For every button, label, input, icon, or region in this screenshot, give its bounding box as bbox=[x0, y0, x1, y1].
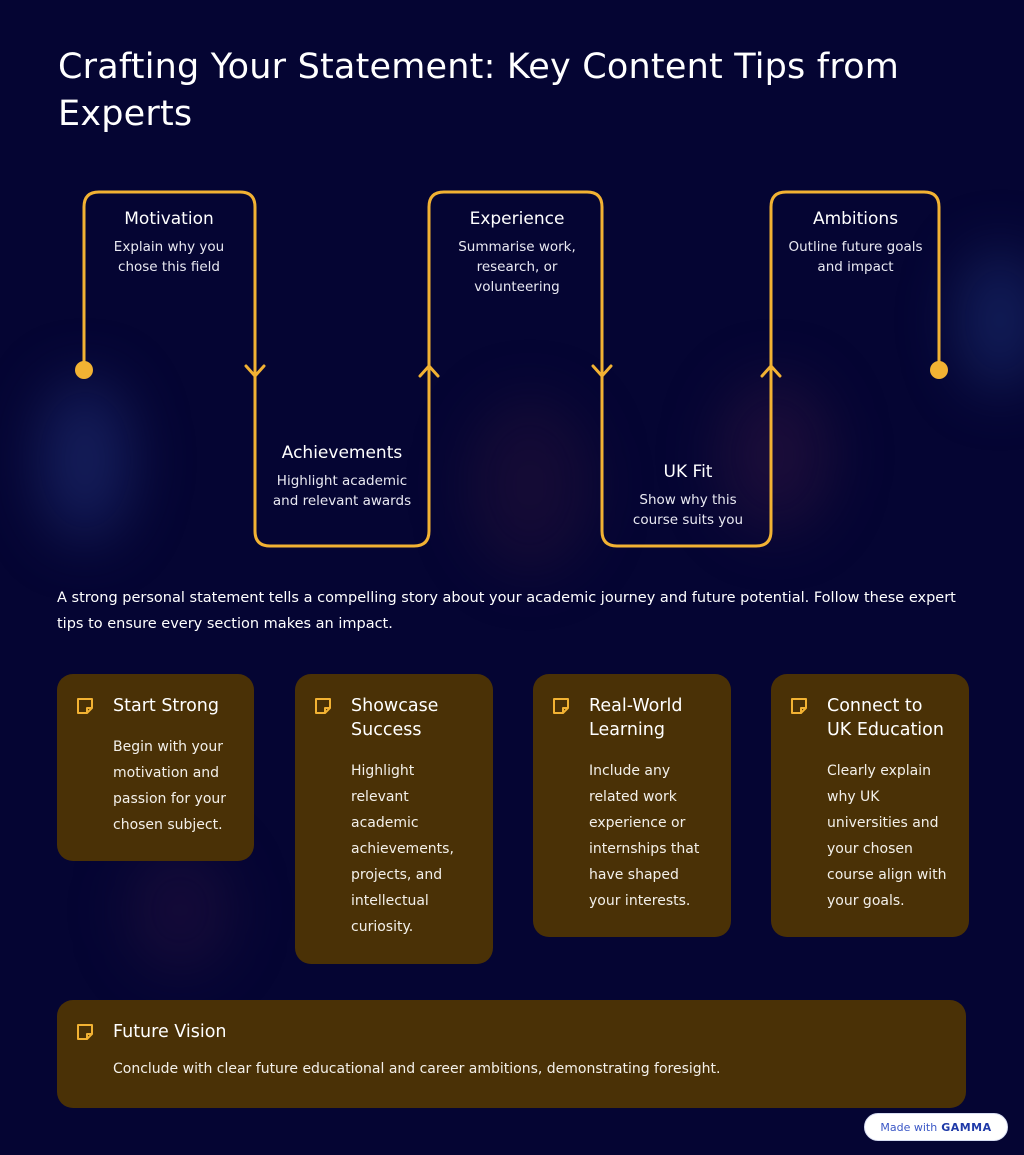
tip-card-start-strong: Start Strong Begin with your motivation … bbox=[57, 674, 254, 861]
step-description: Outline future goals and impact bbox=[788, 239, 923, 275]
process-flow-diagram bbox=[75, 190, 948, 548]
arrow-down-icon bbox=[244, 364, 266, 378]
step-experience: Experience Summarise work, research, or … bbox=[446, 208, 588, 297]
intro-paragraph: A strong personal statement tells a comp… bbox=[57, 590, 956, 632]
tip-card-future-vision: Future Vision Conclude with clear future… bbox=[57, 1000, 966, 1108]
card-description: Include any related work experience or i… bbox=[589, 763, 700, 909]
note-icon bbox=[77, 698, 93, 714]
step-title: Experience bbox=[469, 209, 565, 229]
note-icon bbox=[77, 1024, 93, 1040]
tip-card-real-world-learning: Real-World Learning Include any related … bbox=[533, 674, 731, 937]
tip-card-showcase-success: Showcase Success Highlight relevant acad… bbox=[295, 674, 493, 964]
page-title: Crafting Your Statement: Key Content Tip… bbox=[58, 47, 900, 134]
flow-end-dot bbox=[930, 361, 948, 379]
card-title: Showcase Success bbox=[351, 696, 439, 740]
step-achievements: Achievements Highlight academic and rele… bbox=[268, 442, 416, 511]
arrow-up-icon bbox=[760, 364, 782, 378]
step-description: Highlight academic and relevant awards bbox=[272, 473, 412, 509]
step-uk-fit: UK Fit Show why this course suits you bbox=[618, 461, 758, 530]
card-description: Clearly explain why UK universities and … bbox=[827, 763, 947, 909]
step-title: Achievements bbox=[281, 443, 403, 463]
card-description: Conclude with clear future educational a… bbox=[113, 1061, 721, 1077]
card-title: Start Strong bbox=[113, 696, 219, 716]
step-motivation: Motivation Explain why you chose this fi… bbox=[98, 208, 240, 277]
arrow-down-icon bbox=[591, 364, 613, 378]
step-title: Ambitions bbox=[812, 209, 899, 229]
step-description: Summarise work, research, or volunteerin… bbox=[458, 239, 576, 295]
note-icon bbox=[315, 698, 331, 714]
note-icon bbox=[791, 698, 807, 714]
step-ambitions: Ambitions Outline future goals and impac… bbox=[784, 208, 927, 277]
arrow-up-icon bbox=[418, 364, 440, 378]
note-icon bbox=[553, 698, 569, 714]
flow-start-dot bbox=[75, 361, 93, 379]
card-title: Future Vision bbox=[113, 1022, 227, 1042]
background-glow bbox=[130, 850, 230, 970]
made-with-gamma-badge[interactable]: Made with GAMMA bbox=[864, 1113, 1008, 1141]
badge-prefix: Made with bbox=[880, 1120, 938, 1134]
card-title: Connect to UK Education bbox=[827, 696, 944, 740]
card-description: Highlight relevant academic achievements… bbox=[351, 763, 454, 935]
flow-line bbox=[82, 190, 941, 548]
step-description: Show why this course suits you bbox=[632, 492, 744, 528]
step-description: Explain why you chose this field bbox=[113, 239, 225, 275]
step-title: UK Fit bbox=[663, 462, 713, 482]
gamma-logo: GAMMA bbox=[941, 1120, 992, 1134]
card-description: Begin with your motivation and passion f… bbox=[113, 739, 227, 833]
step-title: Motivation bbox=[124, 209, 214, 229]
card-title: Real-World Learning bbox=[589, 696, 683, 740]
tip-card-connect-to-uk-education: Connect to UK Education Clearly explain … bbox=[771, 674, 969, 937]
